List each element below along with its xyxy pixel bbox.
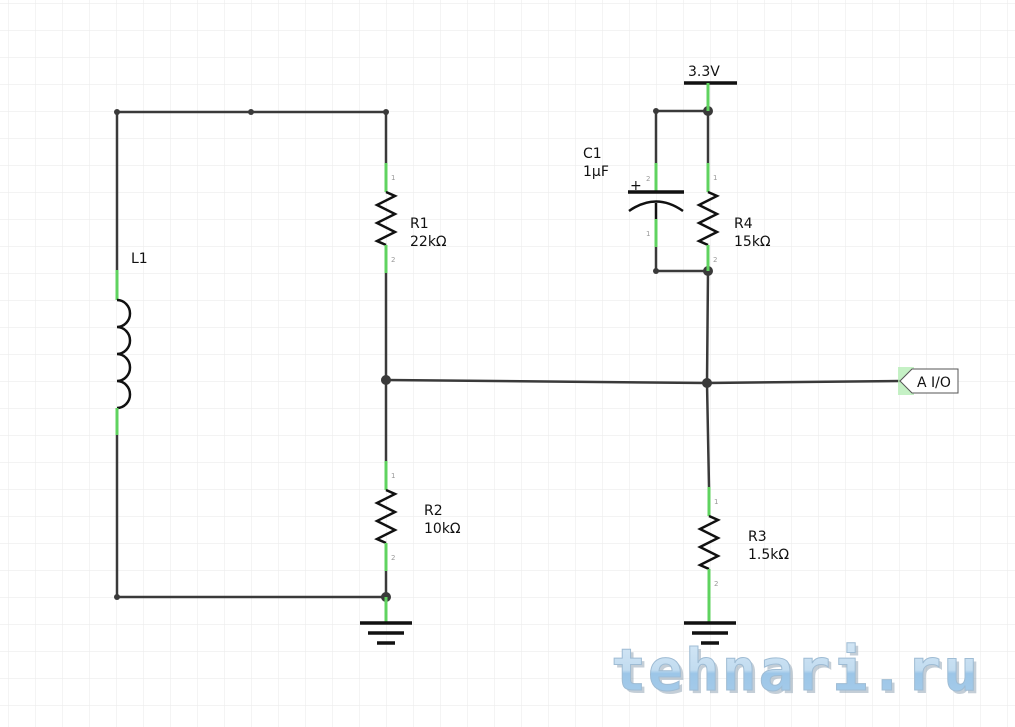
power-label: 3.3V — [688, 64, 720, 80]
pin-number: 2 — [391, 554, 395, 562]
pin-number: 2 — [391, 256, 395, 264]
l1-ref: L1 — [131, 251, 148, 267]
r2-value: 10kΩ — [424, 521, 461, 537]
port-label: A I/O — [917, 375, 951, 391]
power-3v3[interactable]: 3.3V — [684, 64, 737, 111]
pin-number: 1 — [646, 230, 650, 238]
r1-ref: R1 — [410, 216, 429, 232]
r4-ref: R4 — [734, 216, 753, 232]
resistor-zigzag — [696, 190, 720, 247]
junction-dot — [383, 109, 389, 115]
resistor-r2[interactable]: 1 2 R2 10kΩ — [374, 461, 461, 571]
resistor-r1[interactable]: 1 2 R1 22kΩ — [374, 163, 447, 273]
port-aio[interactable]: A I/O — [898, 367, 959, 395]
watermark-text: tehnari.ru — [611, 636, 980, 704]
r3-ref: R3 — [748, 529, 767, 545]
watermark-shadow: tehnari.ru — [614, 639, 983, 707]
pin-number: 2 — [646, 175, 650, 183]
wires — [115, 109, 902, 599]
capacitor-c1[interactable]: + 2 1 C1 1µF — [583, 146, 684, 247]
watermark: tehnari.ru tehnari.ru — [611, 636, 983, 708]
pin-number: 1 — [391, 174, 395, 182]
c1-ref: C1 — [583, 146, 602, 162]
junction-dot — [653, 268, 659, 274]
wire-to-port[interactable] — [705, 379, 902, 385]
wire-r3-top[interactable] — [705, 381, 711, 489]
r3-value: 1.5kΩ — [748, 547, 789, 563]
ground-symbol[interactable] — [684, 621, 736, 645]
inductor-coil — [116, 298, 132, 410]
junction-dot — [114, 109, 120, 115]
wire-r4-junction[interactable] — [705, 269, 710, 385]
inductor-l1[interactable]: L1 — [115, 251, 148, 435]
pin-number: 1 — [391, 472, 395, 480]
r1-value: 22kΩ — [410, 234, 447, 250]
resistor-r3[interactable]: 1 2 R3 1.5kΩ — [697, 487, 789, 623]
capacitor-plate-curved — [628, 200, 684, 213]
resistor-zigzag — [374, 190, 398, 247]
junction-node — [381, 375, 391, 385]
pin-number: 1 — [714, 498, 718, 506]
ground-symbol[interactable] — [360, 597, 412, 645]
polarity-plus: + — [630, 178, 642, 194]
pin-number: 2 — [714, 580, 718, 588]
junction-dot — [248, 109, 254, 115]
c1-value: 1µF — [583, 164, 609, 180]
junction-node — [702, 378, 712, 388]
r4-value: 15kΩ — [734, 234, 771, 250]
wire-middle[interactable] — [384, 378, 709, 385]
pin-number: 2 — [713, 256, 717, 264]
junction-dot — [653, 108, 659, 114]
junction-dot — [114, 594, 120, 600]
resistor-r4[interactable]: 1 2 R4 15kΩ — [696, 163, 771, 271]
port-flag — [899, 368, 959, 394]
resistor-zigzag — [374, 488, 398, 545]
r2-ref: R2 — [424, 503, 443, 519]
pin-number: 1 — [713, 174, 717, 182]
resistor-zigzag — [697, 514, 721, 571]
